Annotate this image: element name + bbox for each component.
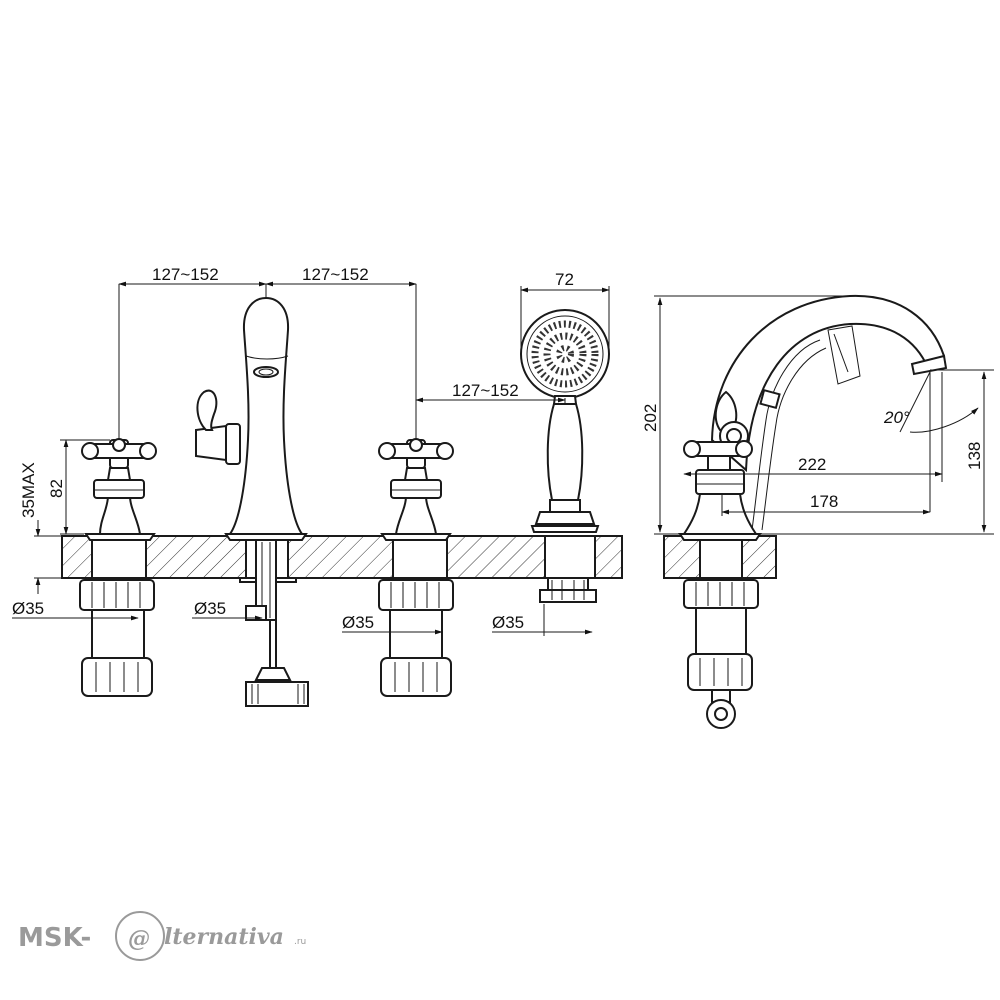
front-dimensions — [12, 281, 610, 636]
dim-mount-max: 35MAX — [19, 462, 38, 518]
side-view — [654, 294, 994, 729]
dim-hole-1: Ø35 — [12, 599, 44, 618]
dim-reach-spout: 178 — [810, 492, 838, 511]
dim-spacing-left: 127~152 — [152, 265, 219, 284]
front-view: 127~152 127~152 127~152 72 82 35MAX Ø35 … — [12, 265, 623, 707]
dim-hole-3: Ø35 — [342, 613, 374, 632]
dim-reach-total: 222 — [798, 455, 826, 474]
dim-spacing-shower: 127~152 — [452, 381, 519, 400]
dim-angle: 20° — [883, 408, 910, 427]
svg-text:MSK-: MSK- — [18, 923, 91, 953]
dim-spacing-right: 127~152 — [302, 265, 369, 284]
dim-hole-2: Ø35 — [194, 599, 226, 618]
dim-height-total: 202 — [641, 404, 660, 432]
deck-slab — [61, 535, 623, 579]
center-spout — [195, 296, 309, 707]
dim-handle-height: 82 — [47, 479, 66, 498]
dim-height-outlet: 138 — [965, 442, 984, 470]
svg-text:@: @ — [128, 926, 150, 952]
watermark-logo: MSK- @ lternativa .ru — [18, 911, 306, 961]
right-valve — [378, 438, 454, 697]
dim-shower-width: 72 — [555, 270, 574, 289]
dim-hole-4: Ø35 — [492, 613, 524, 632]
svg-text:.ru: .ru — [294, 937, 306, 947]
svg-text:lternativa: lternativa — [164, 924, 284, 950]
